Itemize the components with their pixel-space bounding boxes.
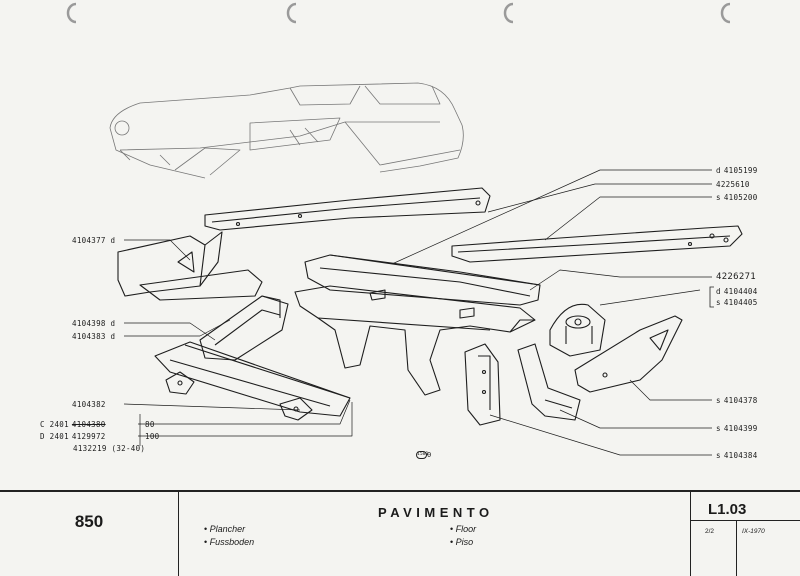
part-floor-tunnel	[294, 285, 536, 396]
part-central-crossmember	[304, 254, 541, 306]
variant-qty: 80	[145, 420, 155, 429]
plate-suffix: 0	[427, 451, 432, 459]
plate-badge: 1581	[416, 451, 429, 459]
title-block: 850 PAVIMENTO Plancher Fussboden Floor P…	[0, 490, 800, 576]
part-4104399	[517, 343, 581, 421]
part-label: 4104382	[72, 400, 106, 409]
part-4104378	[574, 315, 683, 393]
model-number: 850	[74, 512, 104, 531]
punch-hole-icon	[503, 2, 514, 24]
punch-hole-icon	[66, 2, 77, 24]
variant-qty: 100	[145, 432, 160, 441]
part-label: 4104377 d	[72, 236, 116, 245]
part-label: 4225610	[716, 180, 750, 189]
part-4104382	[154, 341, 351, 421]
part-long-rail-top	[204, 187, 491, 231]
punch-hole-icon	[720, 2, 731, 24]
name-spanish: Piso	[450, 536, 476, 549]
divider	[736, 520, 737, 576]
part-long-rail-right	[451, 225, 743, 263]
page-number: 2/2	[705, 528, 715, 535]
car-outline	[109, 82, 464, 179]
names-right: Floor Piso	[450, 523, 477, 549]
part-4104384	[464, 343, 501, 426]
issue-date: IX-1970	[742, 528, 765, 535]
part-4104377	[117, 231, 263, 301]
variant-label: 4132219 (32-40)	[73, 444, 146, 453]
punch-hole-icon	[286, 2, 297, 24]
divider	[690, 520, 800, 521]
part-mount-4104404	[549, 303, 606, 357]
section-title: PAVIMENTO	[378, 505, 494, 520]
part-label: 4104398 d	[72, 319, 116, 328]
sheet-number: L1.03	[708, 501, 747, 518]
names-left: Plancher Fussboden	[204, 523, 255, 549]
part-4104398	[199, 295, 289, 361]
part-label: 4104383 d	[72, 332, 116, 341]
bracket-icon	[709, 286, 714, 308]
name-german: Fussboden	[204, 536, 255, 549]
part-label: 4226271	[716, 272, 757, 282]
exploded-floor-diagram	[109, 82, 743, 456]
name-french: Plancher	[204, 523, 254, 536]
leader-lines	[123, 169, 712, 456]
divider	[178, 492, 179, 576]
divider	[690, 492, 691, 576]
name-english: Floor	[450, 523, 477, 536]
